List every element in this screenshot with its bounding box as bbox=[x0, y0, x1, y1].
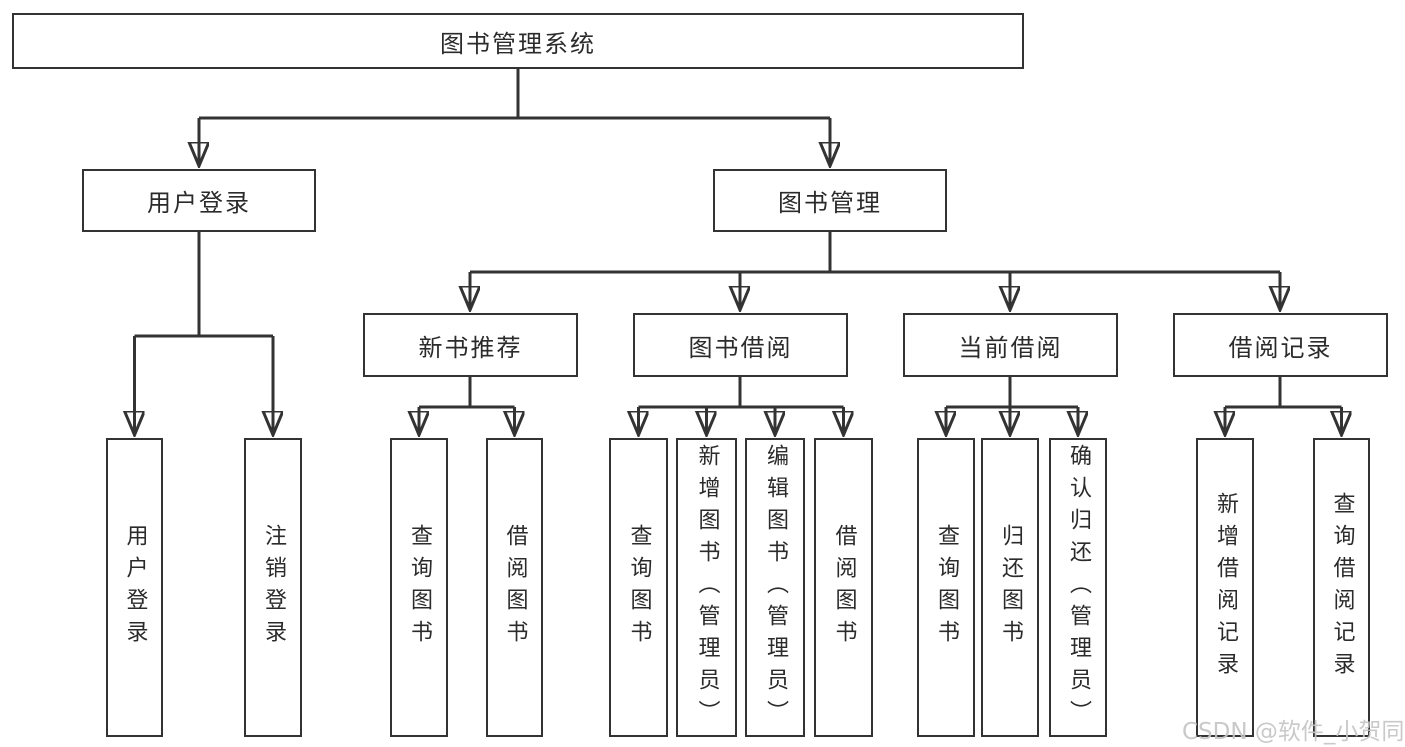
node-current-borrow-label: 当前借阅 bbox=[958, 333, 1063, 362]
node-root-system-label: 图书管理系统 bbox=[440, 29, 596, 58]
leaf-borrow-books-recommend-label: 借阅图书 bbox=[502, 523, 528, 652]
leaf-return-books-label: 归还图书 bbox=[998, 523, 1023, 652]
node-borrow-records-label: 借阅记录 bbox=[1228, 333, 1333, 362]
csdn-watermark: CSDN @软件_小贺同学 bbox=[1182, 719, 1405, 745]
leaf-edit-books-admin: 编辑图书（管理员） bbox=[745, 438, 805, 737]
leaf-edit-books-admin-label: 编辑图书（管理员） bbox=[763, 443, 788, 732]
node-book-borrow: 图书借阅 bbox=[633, 313, 848, 377]
leaf-logout-label: 注销登录 bbox=[261, 523, 286, 652]
leaf-query-books-current: 查询图书 bbox=[917, 438, 975, 737]
leaf-user-login: 用户登录 bbox=[106, 438, 163, 737]
node-user-login-label: 用户登录 bbox=[147, 189, 251, 217]
leaf-add-borrow-record-label: 新增借阅记录 bbox=[1213, 491, 1238, 684]
leaf-add-books-admin: 新增图书（管理员） bbox=[676, 438, 737, 737]
leaf-query-borrow-record: 查询借阅记录 bbox=[1313, 438, 1370, 737]
leaf-borrow-books-label: 借阅图书 bbox=[831, 523, 857, 652]
leaf-query-books-recommend: 查询图书 bbox=[390, 438, 448, 737]
node-new-book-recommend: 新书推荐 bbox=[363, 313, 578, 377]
connector-book-borrow-children bbox=[639, 377, 844, 435]
node-book-management: 图书管理 bbox=[713, 169, 947, 232]
leaf-query-books-current-label: 查询图书 bbox=[934, 523, 959, 652]
leaf-add-books-admin-label: 新增图书（管理员） bbox=[694, 443, 720, 732]
leaf-query-books-borrow-label: 查询图书 bbox=[626, 523, 652, 652]
node-borrow-records: 借阅记录 bbox=[1173, 313, 1388, 377]
leaf-confirm-return-admin: 确认归还（管理员） bbox=[1049, 438, 1107, 737]
node-book-management-label: 图书管理 bbox=[778, 189, 882, 217]
leaf-borrow-books-recommend: 借阅图书 bbox=[486, 438, 543, 737]
connector-user-login-children bbox=[135, 232, 274, 435]
connector-current-borrow-children bbox=[946, 377, 1078, 435]
leaf-logout: 注销登录 bbox=[244, 438, 302, 737]
node-book-borrow-label: 图书借阅 bbox=[688, 333, 793, 362]
connector-borrow-record-children bbox=[1225, 377, 1342, 435]
leaf-confirm-return-admin-label: 确认归还（管理员） bbox=[1066, 443, 1091, 732]
connector-book-mgmt-children bbox=[470, 232, 1280, 310]
leaf-add-borrow-record: 新增借阅记录 bbox=[1196, 438, 1254, 737]
leaf-user-login-label: 用户登录 bbox=[122, 523, 148, 652]
node-new-book-recommend-label: 新书推荐 bbox=[418, 333, 523, 362]
leaf-return-books: 归还图书 bbox=[981, 438, 1039, 737]
node-current-borrow: 当前借阅 bbox=[903, 313, 1118, 377]
connector-root-to-level2 bbox=[199, 69, 830, 166]
leaf-query-books-borrow: 查询图书 bbox=[609, 438, 668, 737]
node-user-login: 用户登录 bbox=[82, 169, 316, 232]
connector-new-book-children bbox=[419, 377, 515, 435]
node-root-system: 图书管理系统 bbox=[12, 13, 1024, 69]
leaf-query-borrow-record-label: 查询借阅记录 bbox=[1329, 491, 1355, 684]
leaf-query-books-recommend-label: 查询图书 bbox=[407, 523, 432, 652]
leaf-borrow-books: 借阅图书 bbox=[814, 438, 873, 737]
